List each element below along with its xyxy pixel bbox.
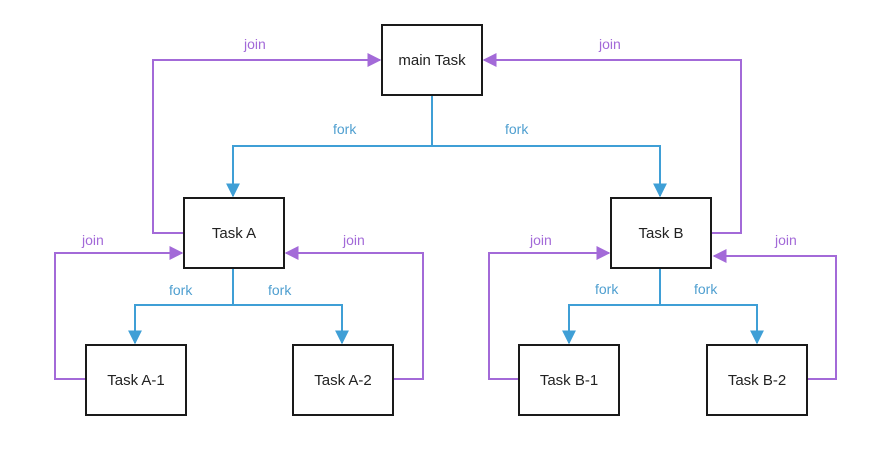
- join-label-b-main: join: [598, 36, 621, 52]
- join-edge-b2-to-b: [712, 249, 837, 380]
- fork-edge-a-to-a1: [128, 268, 234, 345]
- fork-label-a-a2: fork: [268, 282, 292, 298]
- join-label-a-main: join: [243, 36, 266, 52]
- node-label: Task B: [638, 225, 683, 242]
- node-task-b-2: Task B-2: [706, 344, 808, 416]
- join-edge-b-to-main: [482, 53, 742, 234]
- node-task-b-1: Task B-1: [518, 344, 620, 416]
- node-label: Task A-2: [314, 372, 372, 389]
- fork-edge-main-to-b: [432, 145, 667, 198]
- node-label: Task B-1: [540, 372, 598, 389]
- fork-label-main-a: fork: [333, 121, 357, 137]
- fork-label-main-b: fork: [505, 121, 529, 137]
- join-label-b2-b: join: [774, 232, 797, 248]
- node-label: Task A-1: [107, 372, 165, 389]
- fork-label-a-a1: fork: [169, 282, 193, 298]
- join-edge-a-to-main: [152, 53, 382, 234]
- fork-edges: [128, 96, 764, 345]
- node-task-a-1: Task A-1: [85, 344, 187, 416]
- join-label-b1-b: join: [529, 232, 552, 248]
- node-task-b: Task B: [610, 197, 712, 269]
- fork-edge-b-to-b2: [660, 304, 764, 345]
- fork-edge-main-to-a: [226, 96, 433, 198]
- fork-label-b-b2: fork: [694, 281, 718, 297]
- edge-labels: join join fork fork join join join join …: [81, 36, 797, 298]
- node-task-a: Task A: [183, 197, 285, 269]
- fork-edge-b-to-b1: [562, 268, 661, 345]
- join-label-a2-a: join: [342, 232, 365, 248]
- node-label: main Task: [398, 52, 466, 69]
- join-edge-a1-to-a: [54, 246, 184, 380]
- join-label-a1-a: join: [81, 232, 104, 248]
- node-label: Task B-2: [728, 372, 786, 389]
- join-edge-a2-to-a: [284, 246, 424, 380]
- node-task-a-2: Task A-2: [292, 344, 394, 416]
- node-label: Task A: [212, 225, 256, 242]
- join-edges: [54, 53, 837, 380]
- join-edge-b1-to-b: [488, 246, 611, 380]
- node-main-task: main Task: [381, 24, 483, 96]
- fork-edge-a-to-a2: [233, 304, 349, 345]
- fork-label-b-b1: fork: [595, 281, 619, 297]
